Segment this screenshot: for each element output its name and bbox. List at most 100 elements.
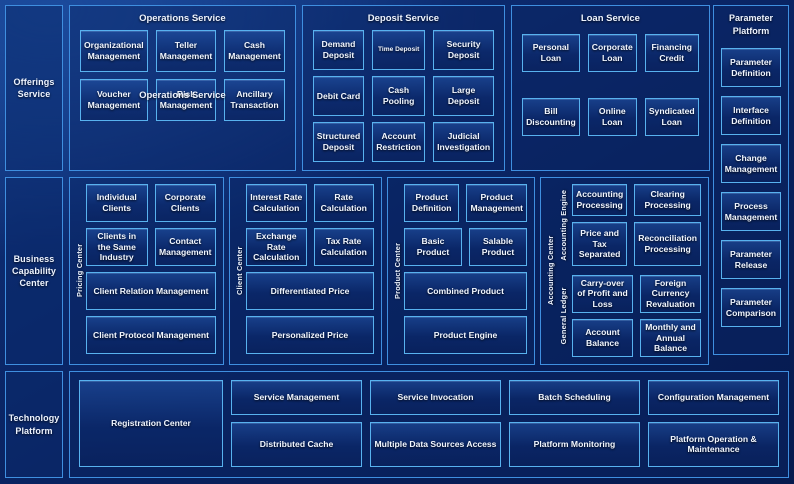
accounting-blocks: Accounting Engine Accounting Processing …: [557, 184, 701, 357]
tile-client-protocol-management[interactable]: Client Protocol Management: [86, 316, 216, 354]
block-accounting-engine: Accounting Engine Accounting Processing …: [557, 184, 701, 266]
block-label-general-ledger: General Ledger: [559, 287, 568, 345]
tile-pair: Basic Product Salable Product: [404, 228, 527, 266]
tile-configuration-management[interactable]: Configuration Management: [648, 380, 779, 415]
center-body-product: Product Definition Product Management Ba…: [404, 184, 527, 357]
tile-multiple-data-sources-access[interactable]: Multiple Data Sources Access: [370, 421, 501, 467]
tile-cash-pooling[interactable]: Cash Pooling: [372, 76, 426, 116]
tile-grid-general-ledger: Carry-over of Profit and Loss Foreign Cu…: [572, 274, 701, 357]
tile-risk-management[interactable]: Risk Management: [155, 79, 217, 121]
row-business-capability-center: Business Capability Center Pricing Cente…: [5, 177, 789, 365]
tile-contact-management[interactable]: Contact Management: [154, 228, 216, 266]
rail-technology-platform: Technology Platform: [5, 371, 63, 478]
center-body-client: Interest Rate Calculation Rate Calculati…: [246, 184, 374, 357]
center-body-pricing: Individual Clients Corporate Clients Cli…: [86, 184, 216, 357]
tile-registration-center[interactable]: Registration Center: [79, 380, 223, 467]
tile-organizational-management[interactable]: Organizational Management: [80, 30, 148, 72]
tile-structured-deposit[interactable]: Structured Deposit: [312, 122, 365, 162]
tile-account-balance[interactable]: Account Balance: [572, 318, 633, 357]
center-product[interactable]: Product Center Product Definition Produc…: [387, 177, 535, 365]
tile-combined-product[interactable]: Combined Product: [404, 272, 527, 310]
tile-rate-calculation[interactable]: Rate Calculation: [313, 184, 374, 222]
tile-reconciliation-processing[interactable]: Reconciliation Processing: [634, 222, 701, 266]
panel-loan-service[interactable]: Loan Service Personal Loan Corporate Loa…: [511, 5, 710, 171]
center-pricing[interactable]: Pricing Center Individual Clients Corpor…: [69, 177, 224, 365]
rail-offerings-service: Offerings Service: [5, 5, 63, 171]
tile-product-definition[interactable]: Product Definition: [404, 184, 460, 222]
tile-foreign-currency-revaluation[interactable]: Foreign Currency Revaluation: [640, 274, 701, 313]
center-label-accounting: Accounting Center: [546, 235, 555, 306]
rail-business-capability-center: Business Capability Center: [5, 177, 63, 365]
tile-clients-same-industry[interactable]: Clients in the Same Industry: [86, 228, 148, 266]
tile-platform-monitoring[interactable]: Platform Monitoring: [509, 421, 640, 467]
center-label-pricing: Pricing Center: [75, 243, 84, 298]
tile-grid-technology: Service Management Service Invocation Ba…: [231, 380, 779, 467]
tile-salable-product[interactable]: Salable Product: [469, 228, 527, 266]
row-offerings-service: Offerings Service Operations Service Ope…: [5, 5, 789, 171]
tile-financing-credit[interactable]: Financing Credit: [644, 34, 699, 72]
tile-grid-operations-service: Organizational Management Teller Managem…: [70, 30, 295, 170]
tile-bill-discounting[interactable]: Bill Discounting: [522, 98, 580, 136]
panel-title-operations-service: Operations Service: [139, 13, 226, 24]
panel-title-parameter-platform: Parameter Platform: [728, 13, 774, 36]
tile-monthly-annual-balance[interactable]: Monthly and Annual Balance: [640, 318, 701, 357]
tile-distributed-cache[interactable]: Distributed Cache: [231, 421, 362, 467]
panel-deposit-service[interactable]: Deposit Service Demand Deposit Time Depo…: [301, 5, 506, 171]
tile-differentiated-price[interactable]: Differentiated Price: [246, 272, 374, 310]
tile-corporate-clients[interactable]: Corporate Clients: [154, 184, 216, 222]
tile-clearing-processing[interactable]: Clearing Processing: [634, 184, 701, 217]
tile-parameter-comparison[interactable]: Parameter Comparison: [721, 288, 781, 328]
panel-parameter-platform[interactable]: Parameter Platform Parameter Definition …: [713, 5, 789, 355]
tile-pair: Product Definition Product Management: [404, 184, 527, 222]
panel-technology-platform[interactable]: Registration Center Service Management S…: [69, 371, 789, 478]
tile-debit-card[interactable]: Debit Card: [312, 76, 365, 116]
tile-syndicated-loan[interactable]: Syndicated Loan: [644, 98, 699, 136]
tile-personal-loan[interactable]: Personal Loan: [522, 34, 580, 72]
tile-online-loan[interactable]: Online Loan: [587, 98, 637, 136]
tile-demand-deposit[interactable]: Demand Deposit: [312, 30, 365, 70]
panel-title-deposit-service: Deposit Service: [367, 13, 440, 24]
tile-price-and-tax-separated[interactable]: Price and Tax Separated: [572, 222, 628, 266]
block-label-accounting-engine: Accounting Engine: [559, 189, 568, 261]
tile-client-relation-management[interactable]: Client Relation Management: [86, 272, 216, 310]
tile-batch-scheduling[interactable]: Batch Scheduling: [509, 380, 640, 415]
tile-grid-loan-service: Personal Loan Corporate Loan Financing C…: [512, 30, 709, 170]
tile-account-restriction[interactable]: Account Restriction: [372, 122, 426, 162]
center-accounting[interactable]: Accounting Center Accounting Engine Acco…: [540, 177, 709, 365]
tile-pair: Exchange Rate Calculation Tax Rate Calcu…: [246, 228, 374, 266]
tile-pair: Individual Clients Corporate Clients: [86, 184, 216, 222]
tile-platform-operation-maintenance[interactable]: Platform Operation & Maintenance: [648, 421, 779, 467]
tile-large-deposit[interactable]: Large Deposit: [433, 76, 495, 116]
tile-product-engine[interactable]: Product Engine: [404, 316, 527, 354]
panel-operations-service[interactable]: Operations Service Operations Service Or…: [69, 5, 296, 171]
tile-security-deposit[interactable]: Security Deposit: [433, 30, 495, 70]
tile-tax-rate-calculation[interactable]: Tax Rate Calculation: [313, 228, 374, 266]
tech-body: Registration Center Service Management S…: [70, 372, 788, 477]
panel-title-loan-service: Loan Service: [580, 13, 640, 24]
tile-personalized-price[interactable]: Personalized Price: [246, 316, 374, 354]
tile-basic-product[interactable]: Basic Product: [404, 228, 462, 266]
tile-ancillary-transaction[interactable]: Ancillary Transaction: [224, 79, 285, 121]
tile-teller-management[interactable]: Teller Management: [155, 30, 217, 72]
tile-interest-rate-calculation[interactable]: Interest Rate Calculation: [246, 184, 307, 222]
center-client[interactable]: Client Center Interest Rate Calculation …: [229, 177, 382, 365]
tile-change-management[interactable]: Change Management: [721, 144, 781, 184]
tile-cash-management[interactable]: Cash Management: [224, 30, 285, 72]
tile-interface-definition[interactable]: Interface Definition: [721, 96, 781, 136]
tile-parameter-definition[interactable]: Parameter Definition: [721, 48, 781, 88]
tile-service-invocation[interactable]: Service Invocation: [370, 380, 501, 415]
tile-judicial-investigation[interactable]: Judicial Investigation: [433, 122, 495, 162]
tile-corporate-loan[interactable]: Corporate Loan: [587, 34, 637, 72]
tile-service-management[interactable]: Service Management: [231, 380, 362, 415]
center-label-product: Product Center: [393, 242, 402, 299]
tile-voucher-management[interactable]: Voucher Management: [80, 79, 148, 121]
tile-product-management[interactable]: Product Management: [466, 184, 527, 222]
tile-carry-over-profit-loss[interactable]: Carry-over of Profit and Loss: [572, 274, 633, 313]
tile-parameter-release[interactable]: Parameter Release: [721, 240, 781, 280]
tile-individual-clients[interactable]: Individual Clients: [86, 184, 148, 222]
tile-exchange-rate-calculation[interactable]: Exchange Rate Calculation: [246, 228, 307, 266]
tile-time-deposit[interactable]: Time Deposit: [372, 30, 426, 70]
tile-accounting-processing[interactable]: Accounting Processing: [572, 184, 628, 217]
tile-process-management[interactable]: Process Management: [721, 192, 781, 232]
